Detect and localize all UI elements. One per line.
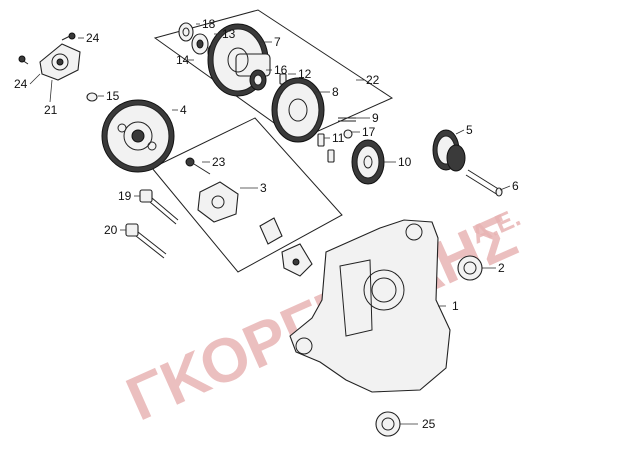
callout-6: 6 [512,179,519,193]
callout-5: 5 [466,123,473,137]
part-20-bolt [125,223,167,259]
part-16-needle-bearing [249,69,267,91]
callout-18: 18 [202,17,216,31]
callout-12: 12 [298,67,312,81]
callout-10: 10 [398,155,412,169]
callout-24-top: 24 [86,31,100,45]
part-4-large-gear [101,99,175,173]
callout-15: 15 [106,89,120,103]
part-21-cover-plate [18,32,81,81]
callout-16: 16 [274,63,288,77]
callout-14: 14 [176,53,190,67]
part-11-spring [317,133,335,163]
part-6-shaft [465,169,503,197]
callout-19: 19 [118,189,132,203]
part-25-bushing [375,411,401,437]
group-box-3 [151,117,343,273]
callout-20: 20 [104,223,118,237]
callout-3: 3 [260,181,267,195]
part-5-double-gear [432,129,466,172]
part-2-bushing [457,255,483,281]
callout-labels: 1 2 3 4 5 6 7 8 9 10 11 12 13 14 15 16 1… [14,17,519,431]
leader-lines [29,23,511,425]
part-10-gear [351,139,385,185]
callout-22: 22 [366,73,380,87]
part-18-seal [178,22,194,42]
part-17-pin [343,129,353,139]
part-1-crankcase [289,219,451,393]
callout-8: 8 [332,85,339,99]
callout-1: 1 [452,299,459,313]
callout-21: 21 [44,103,58,117]
callout-25: 25 [422,417,436,431]
callout-13: 13 [222,27,236,41]
part-19-bolt [139,189,179,225]
callout-7: 7 [274,35,281,49]
callout-23: 23 [212,155,226,169]
callout-17: 17 [362,125,376,139]
part-8-housing [271,77,325,143]
callout-24-left: 24 [14,77,28,91]
part-23-bolt [185,157,211,175]
callout-4: 4 [180,103,187,117]
part-15-washer [86,92,98,102]
part-3-pump [197,181,313,277]
callout-9: 9 [372,111,379,125]
callout-2: 2 [498,261,505,275]
group-box-22 [153,9,394,141]
part-9-pin [338,117,356,122]
callout-11: 11 [332,131,345,145]
part-13-bearing [191,33,209,55]
